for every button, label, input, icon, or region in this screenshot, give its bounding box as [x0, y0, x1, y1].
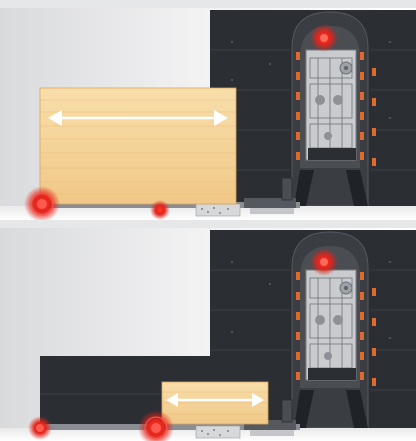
panel-top-drawing	[0, 8, 416, 220]
machine-leg-right	[346, 170, 368, 206]
feed-opening	[308, 148, 356, 160]
panel-bottom	[0, 228, 416, 441]
gear-icon	[339, 281, 353, 295]
conveyor-base-plate	[195, 203, 241, 217]
side-bracket	[281, 177, 293, 201]
sensor-light-icon	[24, 186, 60, 220]
sensor-light-icon	[28, 416, 52, 440]
wood-board	[39, 87, 237, 205]
machine-leg-left	[294, 170, 314, 206]
panel-divider	[0, 220, 416, 228]
side-bracket	[281, 399, 293, 423]
clamp-bar	[244, 420, 296, 430]
panel-bottom-drawing	[0, 228, 416, 441]
feed-opening	[308, 368, 356, 380]
sensor-light-icon	[310, 24, 338, 52]
conveyor-rail	[40, 202, 300, 208]
sensor-light-icon	[138, 410, 174, 441]
orange-guards	[296, 272, 376, 386]
orange-guards	[296, 52, 376, 166]
clamp-bar	[244, 198, 296, 208]
clamp-base	[250, 208, 294, 214]
double-arrow-icon	[48, 110, 228, 126]
sensor-light-icon	[150, 200, 170, 220]
panel-top	[0, 8, 416, 220]
gear-icon	[339, 61, 353, 75]
wood-board	[161, 381, 269, 425]
sensor-light-icon	[310, 248, 338, 276]
conveyor-base-plate	[195, 425, 241, 439]
machine-leg-right	[346, 390, 368, 428]
clamp-base	[250, 430, 294, 436]
machine-leg-left	[294, 390, 314, 428]
double-arrow-icon	[166, 393, 264, 407]
